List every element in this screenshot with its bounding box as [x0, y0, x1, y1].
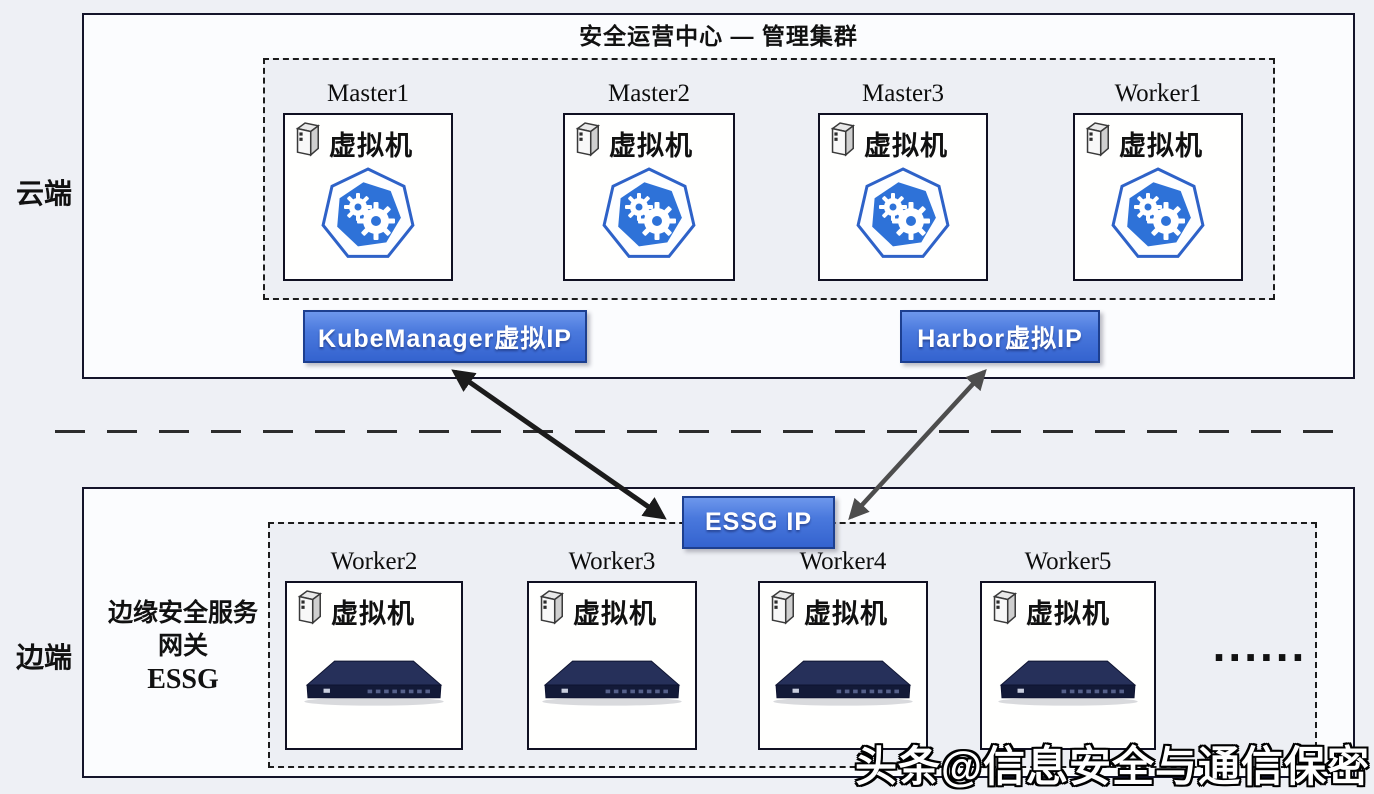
- vm-label: 虚拟机: [864, 131, 948, 161]
- kubemanager-vip-badge: KubeManager虚拟IP: [303, 310, 587, 363]
- cloud-side-label: 云端: [16, 178, 73, 209]
- harbor-vip-badge: Harbor虚拟IP: [900, 310, 1100, 363]
- vm-label: 虚拟机: [573, 599, 657, 629]
- gateway-label-line1: 边缘安全服务: [107, 599, 258, 627]
- cloud-section-title: 安全运营中心 — 管理集群: [579, 23, 858, 49]
- rack-appliance-icon: [982, 655, 1154, 715]
- tower-server-icon: [570, 120, 602, 163]
- essg-gateway-label: 边缘安全服务 网关 ESSG: [88, 597, 278, 696]
- vm-node-master2: 虚拟机: [563, 113, 735, 281]
- node-label-master3: Master3: [862, 80, 944, 107]
- rack-appliance-icon: [760, 655, 926, 715]
- tower-server-icon: [825, 120, 857, 163]
- node-label-worker1: Worker1: [1114, 80, 1202, 107]
- kubernetes-icon: [820, 165, 986, 265]
- vm-label: 虚拟机: [1026, 599, 1110, 629]
- node-label-master2: Master2: [608, 80, 690, 107]
- node-label-worker2: Worker2: [330, 548, 418, 575]
- vm-label: 虚拟机: [331, 599, 415, 629]
- kubernetes-icon: [1075, 165, 1241, 265]
- tower-server-icon: [765, 588, 797, 631]
- tower-server-icon: [290, 120, 322, 163]
- kubernetes-icon: [565, 165, 733, 265]
- vm-node-worker5: 虚拟机: [980, 581, 1156, 750]
- vm-label: 虚拟机: [1119, 131, 1203, 161]
- cloud-edge-divider: [55, 430, 1341, 433]
- gateway-label-line3: ESSG: [147, 664, 219, 695]
- node-label-master1: Master1: [327, 80, 409, 107]
- rack-appliance-icon: [287, 655, 461, 715]
- node-label-worker4: Worker4: [799, 548, 887, 575]
- rack-appliance-icon: [529, 655, 695, 715]
- vm-node-worker2: 虚拟机: [285, 581, 463, 750]
- vm-node-master1: 虚拟机: [283, 113, 453, 281]
- vm-label: 虚拟机: [609, 131, 693, 161]
- essg-ip-badge: ESSG IP: [682, 496, 835, 549]
- vm-label: 虚拟机: [804, 599, 888, 629]
- vm-label: 虚拟机: [329, 131, 413, 161]
- tower-server-icon: [1080, 120, 1112, 163]
- edge-side-label: 边端: [16, 642, 73, 673]
- tower-server-icon: [987, 588, 1019, 631]
- gateway-label-line2: 网关: [157, 632, 208, 660]
- tower-server-icon: [534, 588, 566, 631]
- vm-node-worker3: 虚拟机: [527, 581, 697, 750]
- watermark: 头条@信息安全与通信保密: [855, 743, 1370, 790]
- vm-node-worker4: 虚拟机: [758, 581, 928, 750]
- node-label-worker5: Worker5: [1024, 548, 1112, 575]
- node-label-worker3: Worker3: [568, 548, 656, 575]
- tower-server-icon: [292, 588, 324, 631]
- vm-node-master3: 虚拟机: [818, 113, 988, 281]
- vm-node-worker1: 虚拟机: [1073, 113, 1243, 281]
- more-workers-ellipsis: ......: [1212, 619, 1308, 671]
- kubernetes-icon: [285, 165, 451, 265]
